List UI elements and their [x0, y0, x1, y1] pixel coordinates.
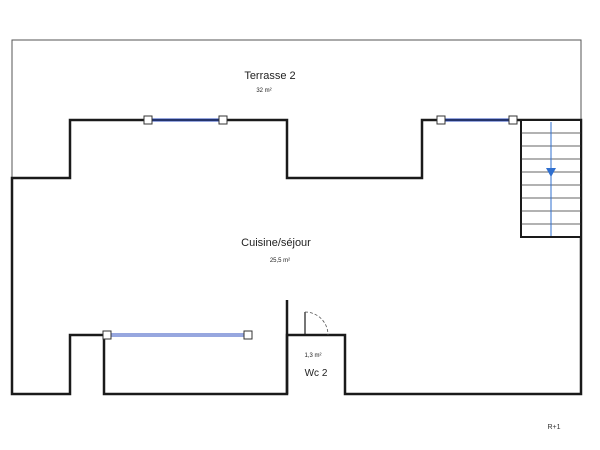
wc-area: 1,3 m² [304, 353, 321, 359]
wc-door-swing-icon [304, 311, 329, 336]
window-top-right [436, 115, 518, 125]
kitchen-name: Cuisine/séjour [241, 237, 311, 249]
kitchen-area: 25,5 m² [270, 258, 290, 264]
terrace-outline [11, 39, 582, 178]
stair-direction-arrow-icon [546, 122, 556, 236]
wc-name: Wc 2 [305, 368, 328, 379]
window-bottom [102, 330, 253, 340]
floor-level-label: R+1 [547, 424, 560, 431]
terrace-area: 32 m² [256, 88, 271, 94]
wc-partition [285, 300, 346, 394]
terrace-name: Terrasse 2 [244, 70, 295, 82]
exterior-walls [10, 118, 583, 396]
window-top-left [143, 115, 228, 125]
